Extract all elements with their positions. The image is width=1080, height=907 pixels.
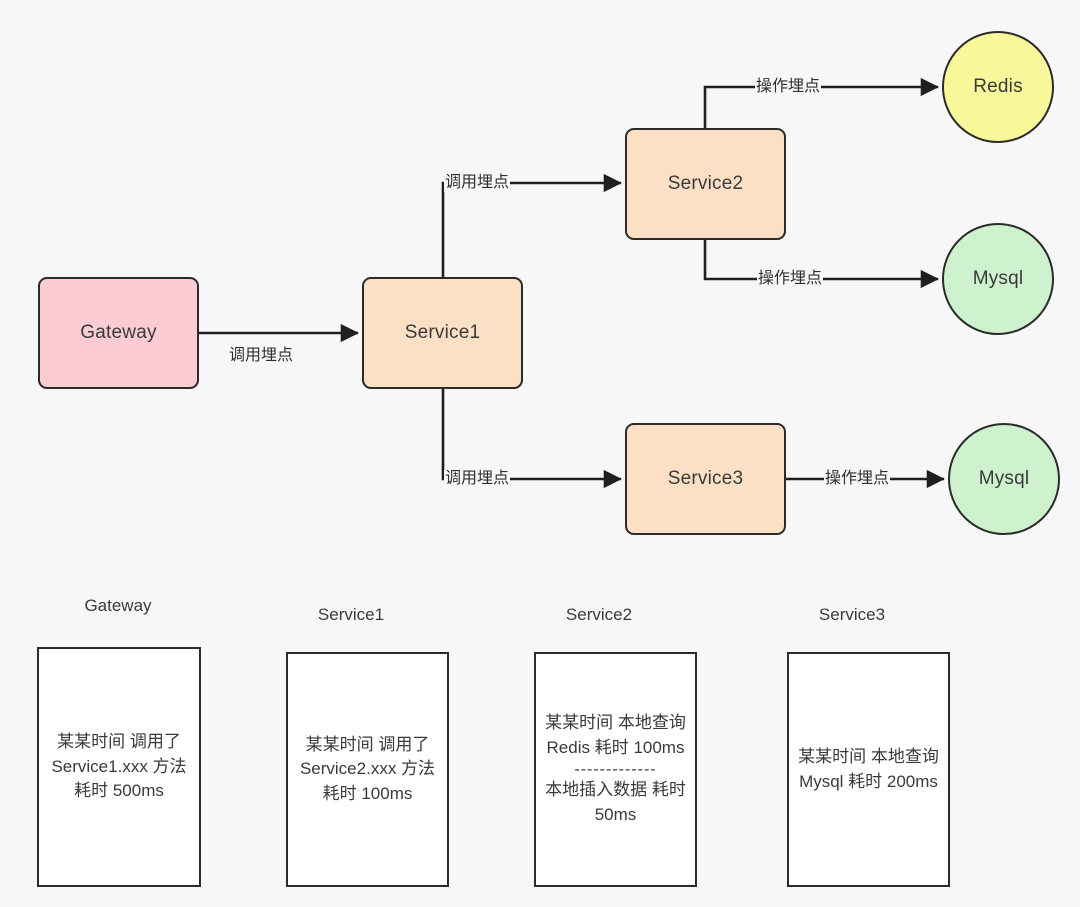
log-column-title-gateway: Gateway <box>84 596 152 615</box>
edge-service2-mysql <box>703 239 939 289</box>
log-box-service2[interactable]: 某某时间 本地查询Redis 耗时 100ms ------------- 本地… <box>534 652 697 887</box>
edge-service1-service3 <box>441 388 622 489</box>
node-redis[interactable]: Redis <box>942 31 1054 143</box>
edge-label-service2-mysql: 操作埋点 <box>757 270 824 288</box>
node-service1-label: Service1 <box>404 322 481 343</box>
log-column-title-service2: Service2 <box>565 605 633 624</box>
edge-label-service1-service2: 调用埋点 <box>444 174 511 192</box>
node-redis-label: Redis <box>973 76 1023 97</box>
edge-label-service1-service3: 调用埋点 <box>444 470 511 488</box>
node-mysql-middle-label: Mysql <box>972 268 1024 289</box>
edge-service2-redis <box>703 77 939 128</box>
node-mysql-bottom-label: Mysql <box>978 468 1030 489</box>
log-entry: 某某时间 调用了 Service1.xxx 方法 耗时 500ms <box>51 732 187 801</box>
node-service3-label: Service3 <box>667 468 744 489</box>
log-box-service1[interactable]: 某某时间 调用了 Service2.xxx 方法 耗时 100ms <box>286 652 449 887</box>
node-gateway-label: Gateway <box>80 322 157 343</box>
log-column-title-service3: Service3 <box>818 605 886 624</box>
node-service1[interactable]: Service1 <box>362 277 523 389</box>
edge-label-service3-mysql: 操作埋点 <box>824 470 891 488</box>
edge-label-gateway-service1: 调用埋点 <box>228 347 295 365</box>
node-gateway[interactable]: Gateway <box>38 277 199 389</box>
node-service2[interactable]: Service2 <box>625 128 786 240</box>
node-mysql-middle[interactable]: Mysql <box>942 223 1054 335</box>
log-entry: 本地插入数据 耗时 50ms <box>545 780 686 824</box>
node-service3[interactable]: Service3 <box>625 423 786 535</box>
log-box-gateway[interactable]: 某某时间 调用了 Service1.xxx 方法 耗时 500ms <box>37 647 201 887</box>
edge-label-service2-redis: 操作埋点 <box>755 78 822 96</box>
edge-service1-service2 <box>441 173 622 278</box>
log-entry: 某某时间 调用了 Service2.xxx 方法 耗时 100ms <box>299 734 436 803</box>
node-service2-label: Service2 <box>667 173 744 194</box>
log-column-title-service1: Service1 <box>317 605 385 624</box>
log-entry: 某某时间 本地查询Mysql 耗时 200ms <box>798 746 939 791</box>
log-box-service3[interactable]: 某某时间 本地查询Mysql 耗时 200ms <box>787 652 950 887</box>
log-divider: ------------- <box>574 760 657 778</box>
log-entry: 某某时间 本地查询Redis 耗时 100ms <box>545 713 686 758</box>
node-mysql-bottom[interactable]: Mysql <box>948 423 1060 535</box>
